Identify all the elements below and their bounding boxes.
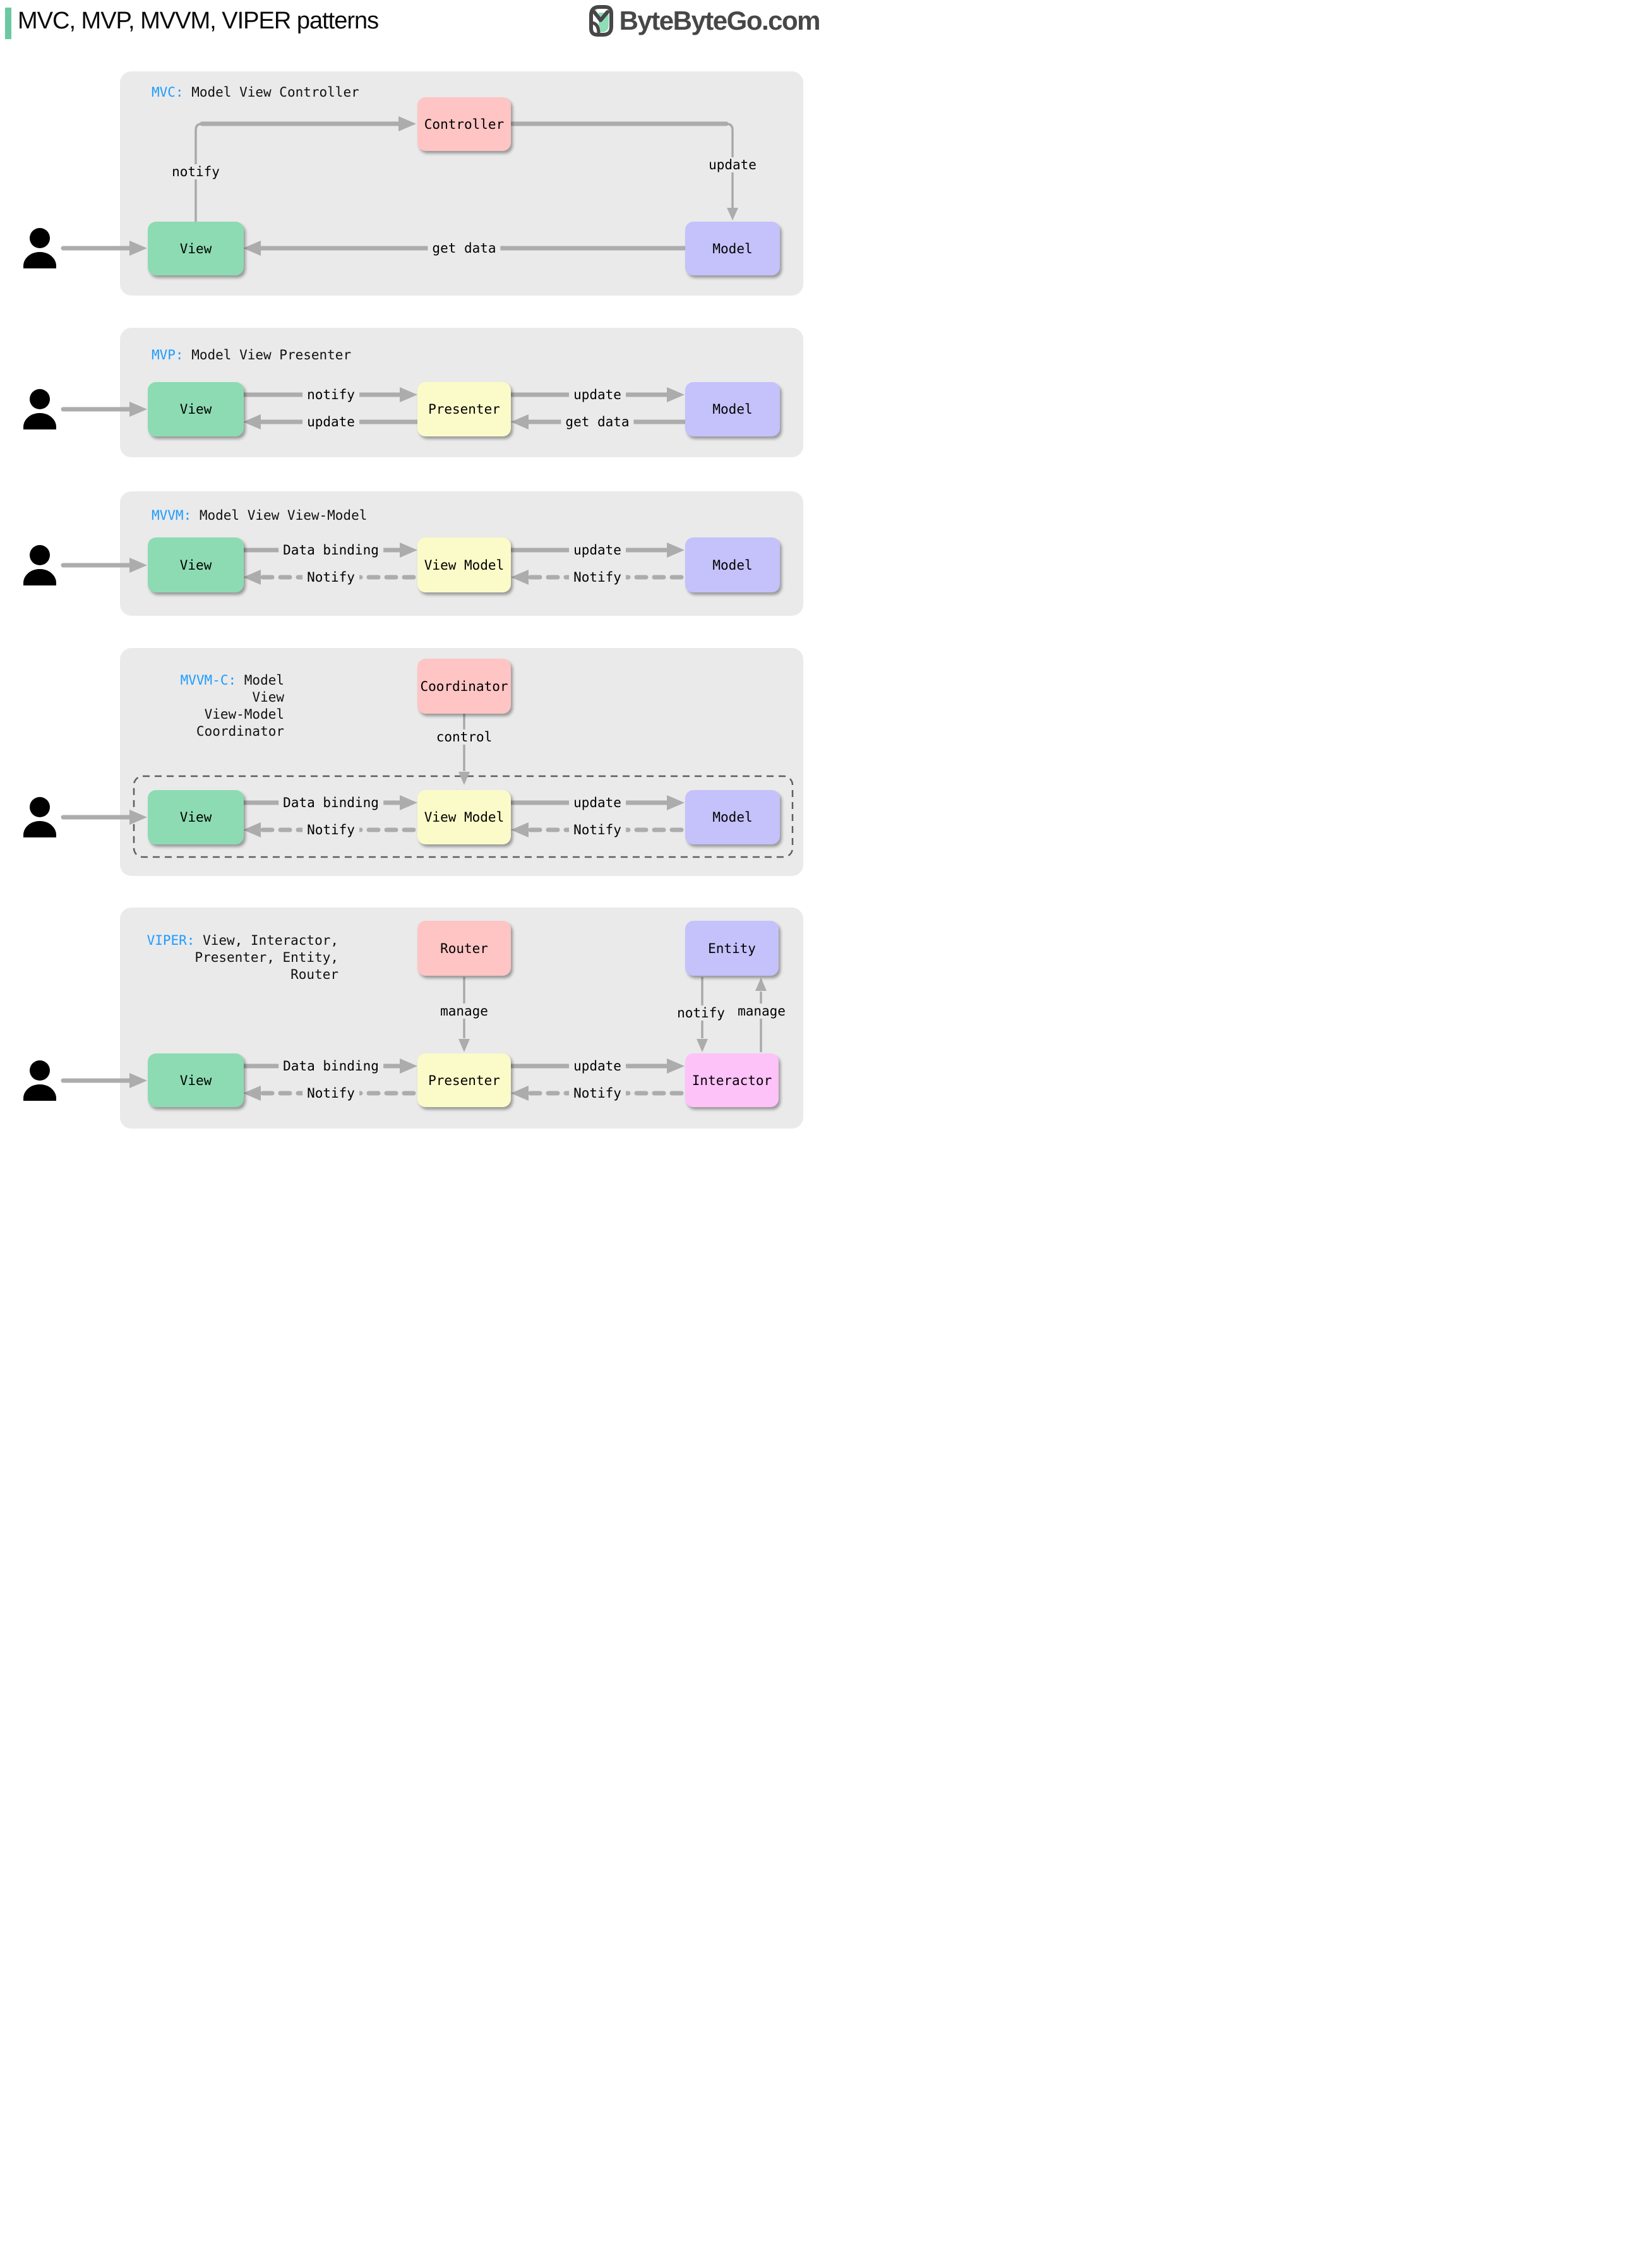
mvvmc-abbr: MVVM-C: — [180, 673, 237, 688]
viper-router-box: Router — [417, 921, 511, 976]
mvp-getdata-label: get data — [561, 414, 634, 429]
mvvm-caption: MVVM: Model View View-Model — [152, 508, 368, 523]
user-icon — [23, 797, 56, 837]
viper-entity-box: Entity — [685, 921, 779, 976]
mvvmc-model-box: Model — [685, 790, 780, 844]
user-icon — [23, 389, 56, 429]
user-icon — [23, 1060, 56, 1101]
viper-presenter-box: Presenter — [417, 1053, 511, 1107]
mvp-update-top-label: update — [569, 387, 626, 402]
viper-abbr: VIPER: — [147, 933, 195, 948]
mvp-model-box: Model — [685, 382, 780, 436]
mvvmc-notify-left-label: Notify — [302, 822, 359, 837]
mvc-model-box: Model — [685, 222, 780, 275]
mvvmc-databinding-label: Data binding — [278, 795, 383, 810]
mvc-update-label: update — [704, 157, 761, 172]
viper-manage-entity-label: manage — [735, 1004, 788, 1019]
mvvmc-viewmodel-box: View Model — [417, 790, 511, 844]
mvvmc-notify-right-label: Notify — [569, 822, 626, 837]
mvc-view-box: View — [148, 222, 244, 275]
mvp-update-bottom-label: update — [302, 414, 359, 429]
mvvmc-update-label: update — [569, 795, 626, 810]
mvp-caption: MVP: Model View Presenter — [152, 347, 352, 363]
mvc-getdata-label: get data — [428, 241, 501, 256]
mvp-notify-label: notify — [302, 387, 359, 402]
title-accent-bar — [5, 8, 11, 39]
viper-notify-entity-label: notify — [674, 1005, 727, 1021]
mvp-presenter-box: Presenter — [417, 382, 511, 436]
mvvm-notify-left-label: Notify — [302, 570, 359, 585]
viper-caption: VIPER: View, Interactor, Presenter, Enti… — [147, 933, 338, 982]
bytebytego-owl-icon — [589, 5, 613, 37]
viper-notify-right-label: Notify — [569, 1086, 626, 1101]
user-icon — [23, 545, 56, 585]
mvc-caption: MVC: Model View Controller — [152, 85, 359, 100]
mvvm-update-label: update — [569, 543, 626, 558]
viper-interactor-box: Interactor — [685, 1053, 779, 1107]
mvvm-view-box: View — [148, 537, 244, 592]
viper-manage-router-label: manage — [436, 1004, 493, 1019]
viper-notify-left-label: Notify — [302, 1086, 359, 1101]
mvvmc-caption: MVVM-C: Model View View-Model Coordinato… — [180, 673, 284, 739]
viper-view-box: View — [148, 1053, 244, 1107]
user-icon — [23, 228, 56, 268]
mvvm-viewmodel-box: View Model — [417, 537, 511, 592]
bytebytego-logo-text: ByteByteGo.com — [619, 6, 821, 35]
viper-update-label: update — [569, 1058, 626, 1074]
mvvmc-control-label: control — [431, 729, 497, 745]
mvc-notify-label: notify — [167, 164, 224, 179]
page-title: MVC, MVP, MVVM, VIPER patterns — [18, 8, 379, 34]
mvp-view-box: View — [148, 382, 244, 436]
mvvm-notify-right-label: Notify — [569, 570, 626, 585]
bytebytego-logo: ByteByteGo.com — [587, 4, 821, 38]
mvvmc-coordinator-box: Coordinator — [417, 659, 511, 714]
mvvm-abbr: MVVM: — [152, 508, 192, 523]
mvc-abbr: MVC: — [152, 85, 184, 100]
mvvm-databinding-label: Data binding — [278, 543, 383, 558]
mvc-controller-box: Controller — [417, 97, 511, 151]
viper-databinding-label: Data binding — [278, 1058, 383, 1074]
mvvmc-view-box: View — [148, 790, 244, 844]
mvvm-model-box: Model — [685, 537, 780, 592]
mvp-abbr: MVP: — [152, 347, 184, 363]
